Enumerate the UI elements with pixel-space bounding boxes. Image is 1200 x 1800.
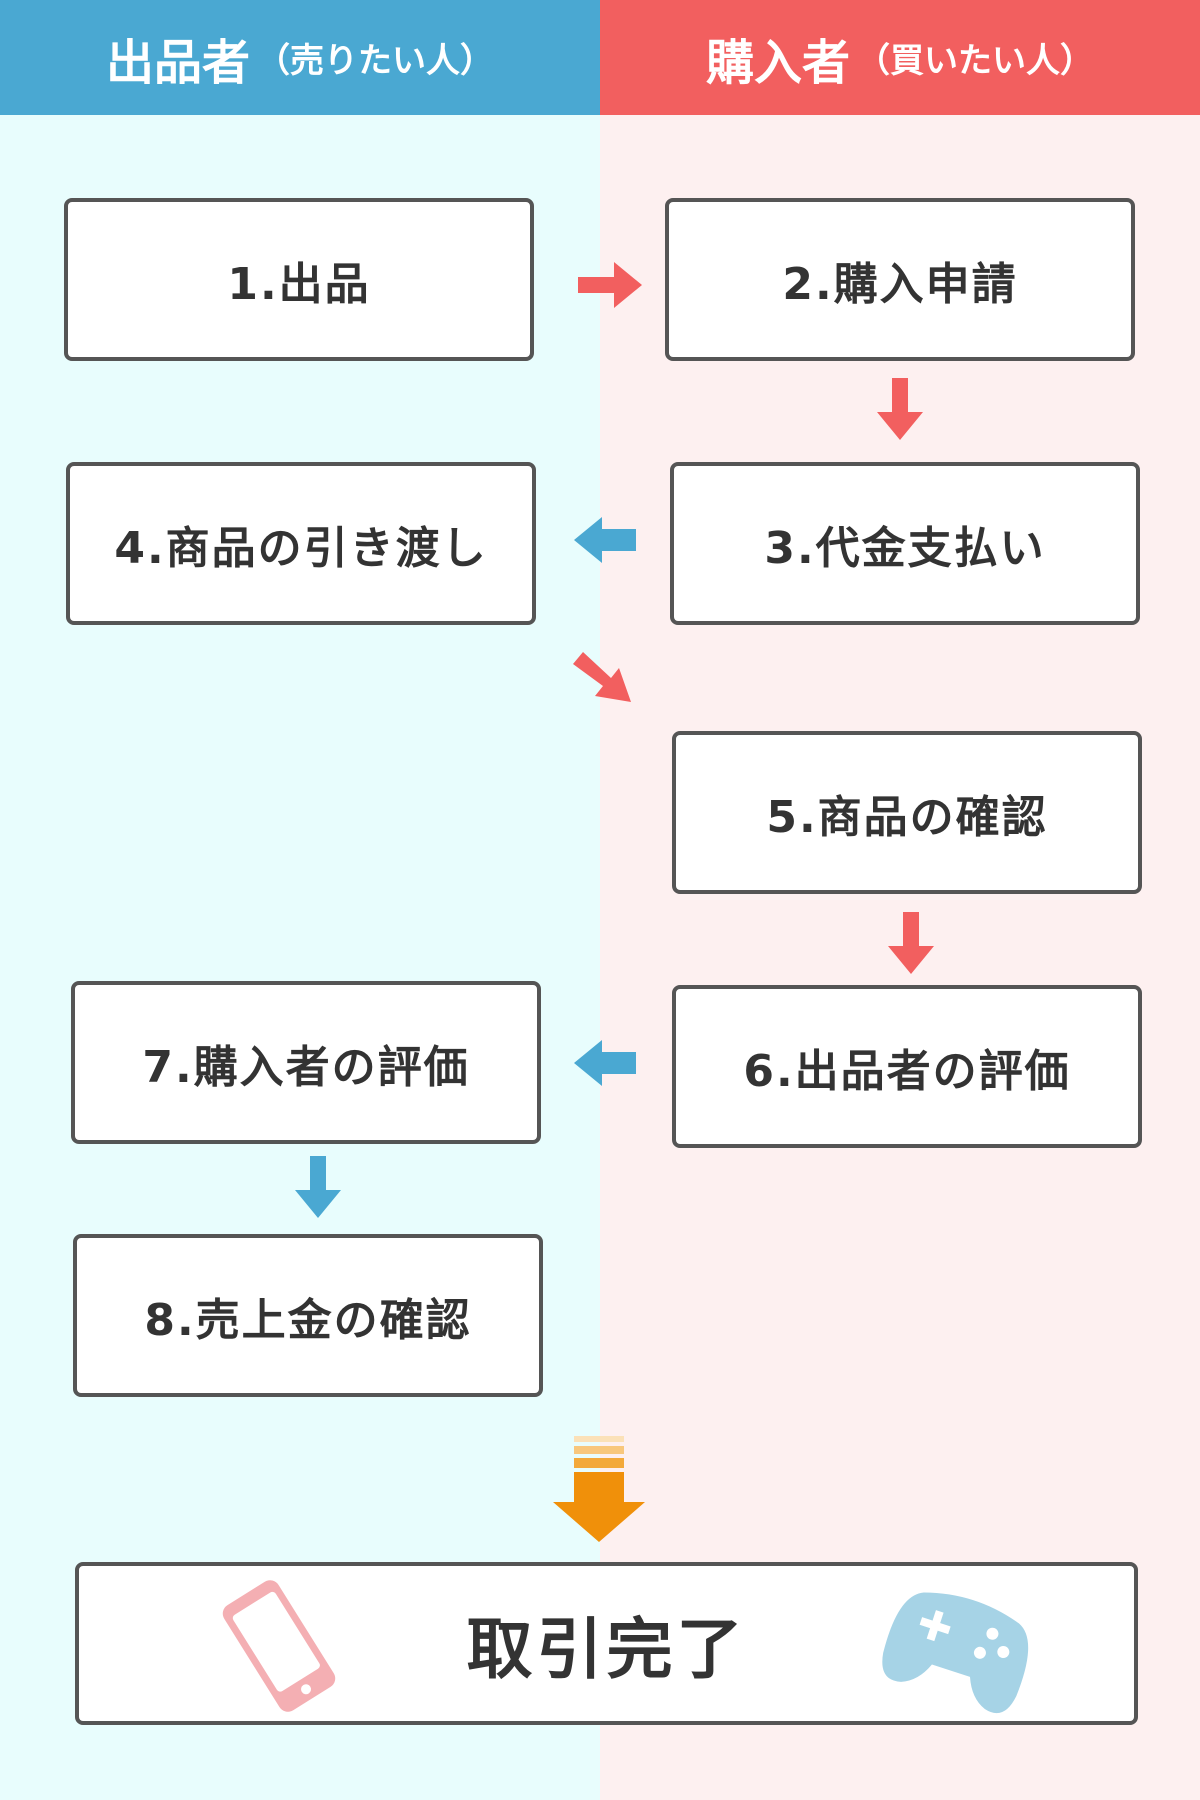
step-8-box: 8.売上金の確認: [73, 1234, 543, 1397]
arrow-down-large-icon: [553, 1436, 645, 1542]
step-4-box: 4.商品の引き渡し: [66, 462, 536, 625]
arrow-down-icon: [877, 378, 923, 440]
buyer-header-subtitle: （買いたい人）: [856, 41, 1094, 81]
arrow-right-icon: [578, 262, 642, 308]
seller-header-title: 出品者: [105, 34, 250, 91]
game-controller-icon: [882, 1592, 1029, 1714]
step-3-box: 3.代金支払い: [670, 462, 1140, 625]
step-5-box: 5.商品の確認: [672, 731, 1142, 894]
buyer-header-title: 購入者: [705, 34, 850, 91]
step-7-box: 7.購入者の評価: [71, 981, 541, 1144]
buyer-header: 購入者 （買いたい人）: [600, 0, 1200, 115]
arrow-diagonal-icon: [573, 652, 631, 702]
step-1-box: 1.出品: [64, 198, 534, 361]
arrow-down-icon: [295, 1156, 341, 1218]
final-label: 取引完了: [466, 1610, 747, 1688]
smartphone-icon: [222, 1580, 336, 1712]
seller-header-subtitle: （売りたい人）: [256, 41, 494, 81]
step-6-box: 6.出品者の評価: [672, 985, 1142, 1148]
seller-header: 出品者 （売りたい人）: [0, 0, 600, 115]
final-box: 取引完了: [75, 1562, 1138, 1725]
arrow-left-icon: [574, 1040, 636, 1086]
arrow-down-icon: [888, 912, 934, 974]
step-2-box: 2.購入申請: [665, 198, 1135, 361]
arrow-left-icon: [574, 517, 636, 563]
